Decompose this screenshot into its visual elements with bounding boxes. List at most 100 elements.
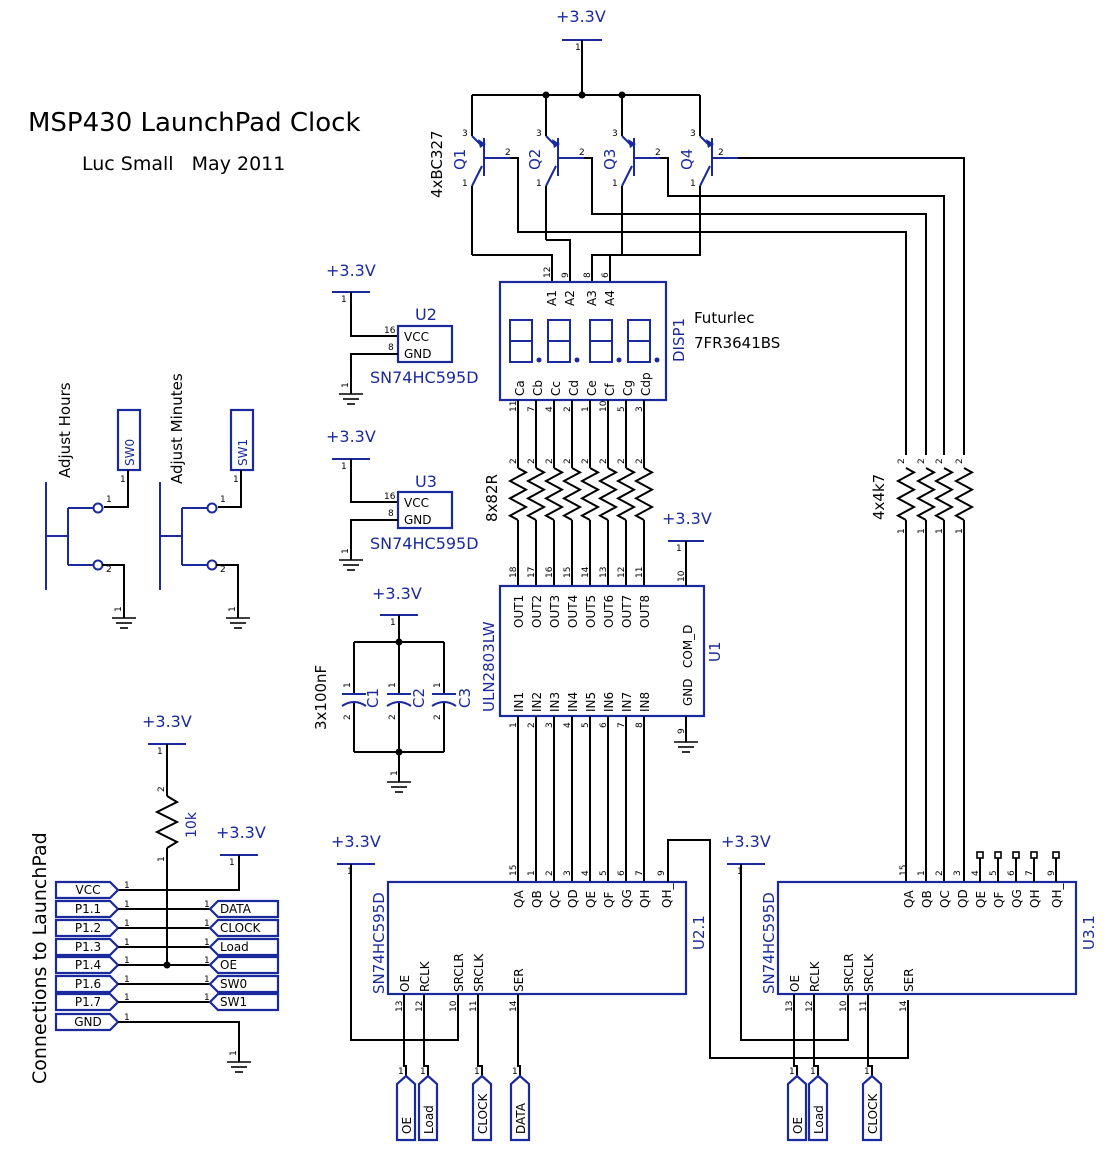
pullup-value: 10k bbox=[184, 811, 200, 838]
anode-label: A2 bbox=[563, 290, 577, 306]
pin-number: 1 bbox=[398, 1067, 404, 1077]
pin-number: 4 bbox=[581, 870, 591, 876]
sr-output-label: QB bbox=[530, 890, 544, 908]
resistor bbox=[895, 467, 917, 521]
pin-number: 16 bbox=[384, 326, 396, 336]
sr-output-label: QH_ bbox=[1050, 883, 1064, 908]
flag-shape bbox=[509, 1074, 531, 1142]
net-flag-shape bbox=[208, 974, 280, 994]
sr-supply-label: +3.3V bbox=[721, 832, 771, 851]
u2-ref: U2 bbox=[415, 305, 437, 324]
cascade-wire bbox=[667, 839, 909, 1059]
uln-output-label: OUT5 bbox=[584, 595, 598, 628]
launchpad-vcc-supply: +3.3V 1 bbox=[118, 823, 266, 891]
pin-number: 5 bbox=[989, 870, 999, 876]
cap-value-label: 3x100nF bbox=[312, 665, 330, 730]
segment-label: Cf bbox=[603, 383, 617, 396]
pin-number: 3 bbox=[563, 870, 573, 876]
resistor bbox=[633, 467, 655, 521]
segment-label: Ce bbox=[585, 380, 599, 396]
launchpad-title: Connections to LaunchPad bbox=[29, 832, 51, 1084]
pin-number: 2 bbox=[527, 458, 537, 464]
pin-number: 2 bbox=[897, 458, 907, 464]
transistor-q4-label: Q4 bbox=[678, 149, 696, 170]
base-wires bbox=[510, 157, 965, 455]
pin-number: 2 bbox=[343, 714, 353, 720]
pin-number: 1 bbox=[612, 179, 618, 189]
resistor bbox=[597, 467, 619, 521]
flag-shape bbox=[395, 1074, 417, 1142]
pin-number: 2 bbox=[545, 458, 555, 464]
pin-number: 2 bbox=[157, 786, 167, 792]
pin-number: 1 bbox=[527, 870, 537, 876]
pin-number: 1 bbox=[204, 956, 210, 966]
pin-number: 2 bbox=[917, 458, 927, 464]
pin-number: 9 bbox=[657, 870, 667, 876]
sr-output-label: QE bbox=[974, 891, 988, 908]
pin-number: 4 bbox=[971, 870, 981, 876]
pin-number: 1 bbox=[204, 975, 210, 985]
pin-number: 12 bbox=[617, 567, 627, 578]
pin-number: 1 bbox=[204, 919, 210, 929]
pin-number: 1 bbox=[575, 43, 581, 53]
display-ref: DISP1 bbox=[670, 318, 688, 362]
pin-number: 14 bbox=[899, 1000, 909, 1012]
transistor-q4: 3 2 1 Q4 bbox=[678, 95, 738, 210]
launchpad-pin-label: P1.4 bbox=[75, 958, 101, 972]
resistor bbox=[953, 467, 975, 521]
resistor bbox=[579, 467, 601, 521]
pin-number: 1 bbox=[157, 747, 163, 757]
flag-label: OE bbox=[791, 1117, 805, 1134]
pin-number: 10 bbox=[677, 570, 687, 582]
pin-number: 16 bbox=[384, 492, 396, 502]
pin-number: 2 bbox=[935, 458, 945, 464]
sr-output-label: QH bbox=[1028, 890, 1042, 908]
sr-part-label: SN74HC595D bbox=[370, 892, 388, 994]
pin-number: 1 bbox=[341, 382, 351, 388]
net-flag-shape bbox=[208, 899, 280, 919]
pin-number: 7 bbox=[635, 870, 645, 876]
pin-number: 1 bbox=[897, 528, 907, 534]
sr-output-label: QC bbox=[938, 890, 952, 908]
sr-output-label: QA bbox=[902, 890, 916, 908]
sr-ref-label: U2.1 bbox=[690, 915, 708, 950]
transistor-q3-label: Q3 bbox=[601, 149, 619, 170]
pin-number: 1 bbox=[229, 1050, 239, 1056]
uln-input-label: IN6 bbox=[602, 692, 616, 712]
pin-number: 1 bbox=[388, 682, 398, 688]
net-flag-label: OE bbox=[220, 958, 237, 972]
pin-number: 1 bbox=[229, 858, 235, 868]
pin-number: 10 bbox=[449, 1000, 459, 1012]
pin-number: 6 bbox=[617, 870, 627, 876]
sr-output-label: QE bbox=[584, 891, 598, 908]
net-flag-shape bbox=[208, 992, 280, 1012]
u3-ref: U3 bbox=[415, 472, 437, 491]
pin-number: 2 bbox=[220, 565, 226, 575]
sr-input-label: SER bbox=[512, 968, 526, 992]
net-flag-label: SW0 bbox=[220, 977, 247, 991]
launchpad-pin-label: P1.7 bbox=[75, 995, 101, 1009]
launchpad-pin-label: P1.6 bbox=[75, 977, 101, 991]
pin-number: 1 bbox=[343, 682, 353, 688]
anode-label: A1 bbox=[545, 290, 559, 306]
pin-number: 1 bbox=[204, 938, 210, 948]
connector-pin-shape bbox=[54, 1012, 120, 1032]
pin-number: 1 bbox=[124, 956, 130, 966]
digit-resistor-label: 4x4k7 bbox=[870, 474, 888, 520]
launchpad-pin-label: P1.3 bbox=[75, 940, 101, 954]
segment-labels: Ca Cb Cc Cd Ce Cf Cg Cdp bbox=[513, 372, 653, 396]
u3-supply-label: +3.3V bbox=[326, 427, 376, 446]
connector-pin-shape bbox=[54, 937, 120, 957]
anode-label: A3 bbox=[585, 290, 599, 306]
sr-input-label: RCLK bbox=[808, 960, 822, 992]
segment-label: Ca bbox=[513, 380, 527, 396]
uln-output-label: OUT3 bbox=[548, 595, 562, 628]
pin-number: 15 bbox=[563, 567, 573, 578]
pin-number: 8 bbox=[635, 722, 645, 728]
pin-number: 6 bbox=[601, 272, 611, 278]
uln-input-label: IN5 bbox=[584, 692, 598, 712]
pin-number: 1 bbox=[204, 900, 210, 910]
pin-number: 9 bbox=[561, 272, 571, 278]
